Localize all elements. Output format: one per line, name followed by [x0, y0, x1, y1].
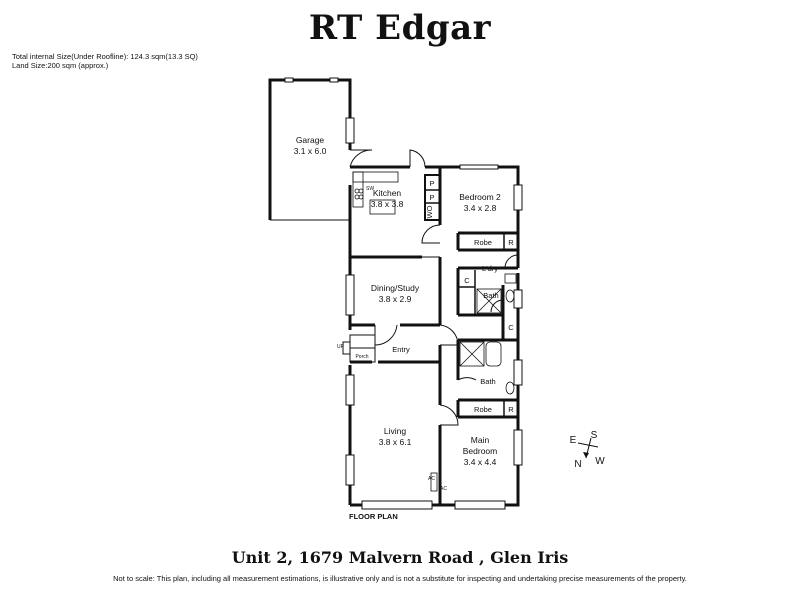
- robe-label-top: Robe: [474, 238, 492, 247]
- main-bedroom-label-1: Main: [471, 435, 490, 445]
- disclaimer-text: Not to scale: This plan, including all m…: [113, 574, 687, 583]
- laundry-label: L'dry: [482, 264, 498, 273]
- kitchen-size: 3.8 x 3.8: [371, 199, 404, 209]
- brand-title: RT Edgar: [308, 8, 492, 48]
- r-label-top: R: [508, 238, 514, 247]
- living-label: Living: [384, 426, 406, 436]
- ac-label-2: AC: [440, 486, 447, 492]
- up-label: UP: [337, 344, 345, 350]
- bath1-label: Bath: [483, 291, 498, 300]
- cupboard-label-1: C: [464, 276, 470, 285]
- doors: [349, 149, 519, 426]
- sw-label: SW: [366, 186, 374, 192]
- dining-size: 3.8 x 2.9: [379, 294, 412, 304]
- fixtures: [352, 171, 517, 492]
- internal-size-text: Total internal Size(Under Roofline): 124…: [12, 52, 198, 61]
- compass-w: W: [595, 456, 605, 467]
- pantry-label-2: P: [429, 193, 434, 202]
- entry-label: Entry: [392, 345, 410, 354]
- compass-s: S: [591, 430, 598, 441]
- dining-label: Dining/Study: [371, 283, 420, 293]
- pantry-label: P: [429, 179, 434, 188]
- windows: [284, 77, 523, 510]
- wo-label: WO: [425, 205, 434, 218]
- porch: [342, 334, 376, 363]
- main-bedroom-label-2: Bedroom: [463, 446, 498, 456]
- bedroom2-size: 3.4 x 2.8: [464, 203, 497, 213]
- robe-label-bottom: Robe: [474, 405, 492, 414]
- cupboard-label-2: C: [508, 323, 514, 332]
- porch-label: Porch: [355, 354, 368, 360]
- r-label-bottom: R: [508, 405, 514, 414]
- main-bedroom-size: 3.4 x 4.4: [464, 457, 497, 467]
- compass-icon: [577, 437, 599, 459]
- garage-label: Garage: [296, 135, 325, 145]
- compass-n: N: [574, 459, 581, 470]
- bath2-label: Bath: [480, 377, 495, 386]
- living-size: 3.8 x 6.1: [379, 437, 412, 447]
- property-address: Unit 2, 1679 Malvern Road , Glen Iris: [231, 548, 569, 567]
- land-size-text: Land Size:200 sqm (approx.): [12, 61, 109, 70]
- ac-label-1: AC: [428, 476, 435, 482]
- kitchen-label: Kitchen: [373, 188, 402, 198]
- floor-plan-label: FLOOR PLAN: [349, 512, 398, 521]
- garage-size: 3.1 x 6.0: [294, 146, 327, 156]
- compass-e: E: [570, 435, 577, 446]
- bedroom2-label: Bedroom 2: [459, 192, 501, 202]
